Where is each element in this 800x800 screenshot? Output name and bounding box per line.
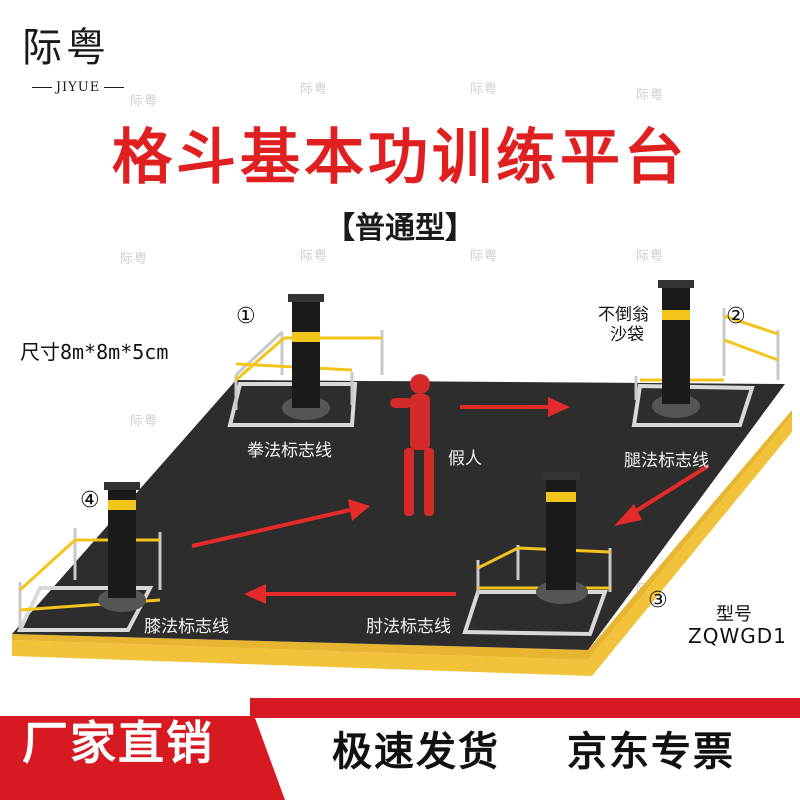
- station-number: ③: [648, 588, 668, 613]
- watermark: 际粤: [300, 82, 329, 97]
- station-label: 拳法标志线: [247, 441, 332, 461]
- station-number: ②: [726, 304, 746, 329]
- arrow-2: [626, 464, 710, 518]
- factory-direct-text: 厂家直销: [22, 716, 214, 770]
- rail-yellow-1: [235, 336, 285, 382]
- watermark: 际粤: [130, 414, 159, 429]
- station-label: 腿法标志线: [624, 451, 709, 471]
- station-number: ④: [80, 488, 100, 513]
- dummy: [390, 374, 434, 516]
- logo-cn: 际粤: [22, 25, 110, 71]
- sandbag-label: 沙袋: [610, 325, 644, 345]
- station-number: ①: [236, 304, 256, 329]
- dummy-label: 假人: [448, 449, 482, 469]
- rail-yellow-3: [477, 546, 519, 570]
- size-label: 尺寸8m*8m*5cm: [20, 340, 169, 364]
- watermark: 际粤: [130, 94, 159, 109]
- bottom-left-notch: [0, 698, 250, 716]
- logo-en: JIYUE: [22, 80, 134, 95]
- rail-yellow-4: [18, 538, 77, 592]
- watermark: 际粤: [636, 88, 665, 103]
- station-label: 肘法标志线: [366, 617, 451, 637]
- bag-2: [652, 280, 700, 418]
- mat-surface: [12, 380, 785, 650]
- bag-1: [282, 294, 330, 420]
- bag-4: [98, 482, 146, 612]
- frame-2: [631, 383, 755, 427]
- watermark: 际粤: [470, 249, 499, 264]
- invoice-text: 京东专票: [567, 729, 735, 775]
- sandbag-label: 不倒翁: [598, 305, 649, 325]
- watermark: 际粤: [636, 249, 665, 264]
- bottom-right-panel: [255, 718, 800, 800]
- watermark: 际粤: [470, 82, 499, 97]
- model-code: ZQWGD1: [688, 624, 787, 648]
- arrow-4: [191, 508, 351, 548]
- subtitle: 【普通型】: [325, 211, 475, 246]
- watermark: 际粤: [120, 252, 149, 267]
- rail-yellow-2: [723, 314, 779, 336]
- bag-3: [536, 472, 588, 604]
- fast-shipping-text: 极速发货: [332, 729, 500, 775]
- station-label: 膝法标志线: [144, 617, 229, 637]
- model-label: 型号: [716, 604, 752, 625]
- page-title: 格斗基本功训练平台: [112, 123, 688, 193]
- watermark: 际粤: [300, 249, 329, 264]
- mat-edge: [12, 416, 792, 676]
